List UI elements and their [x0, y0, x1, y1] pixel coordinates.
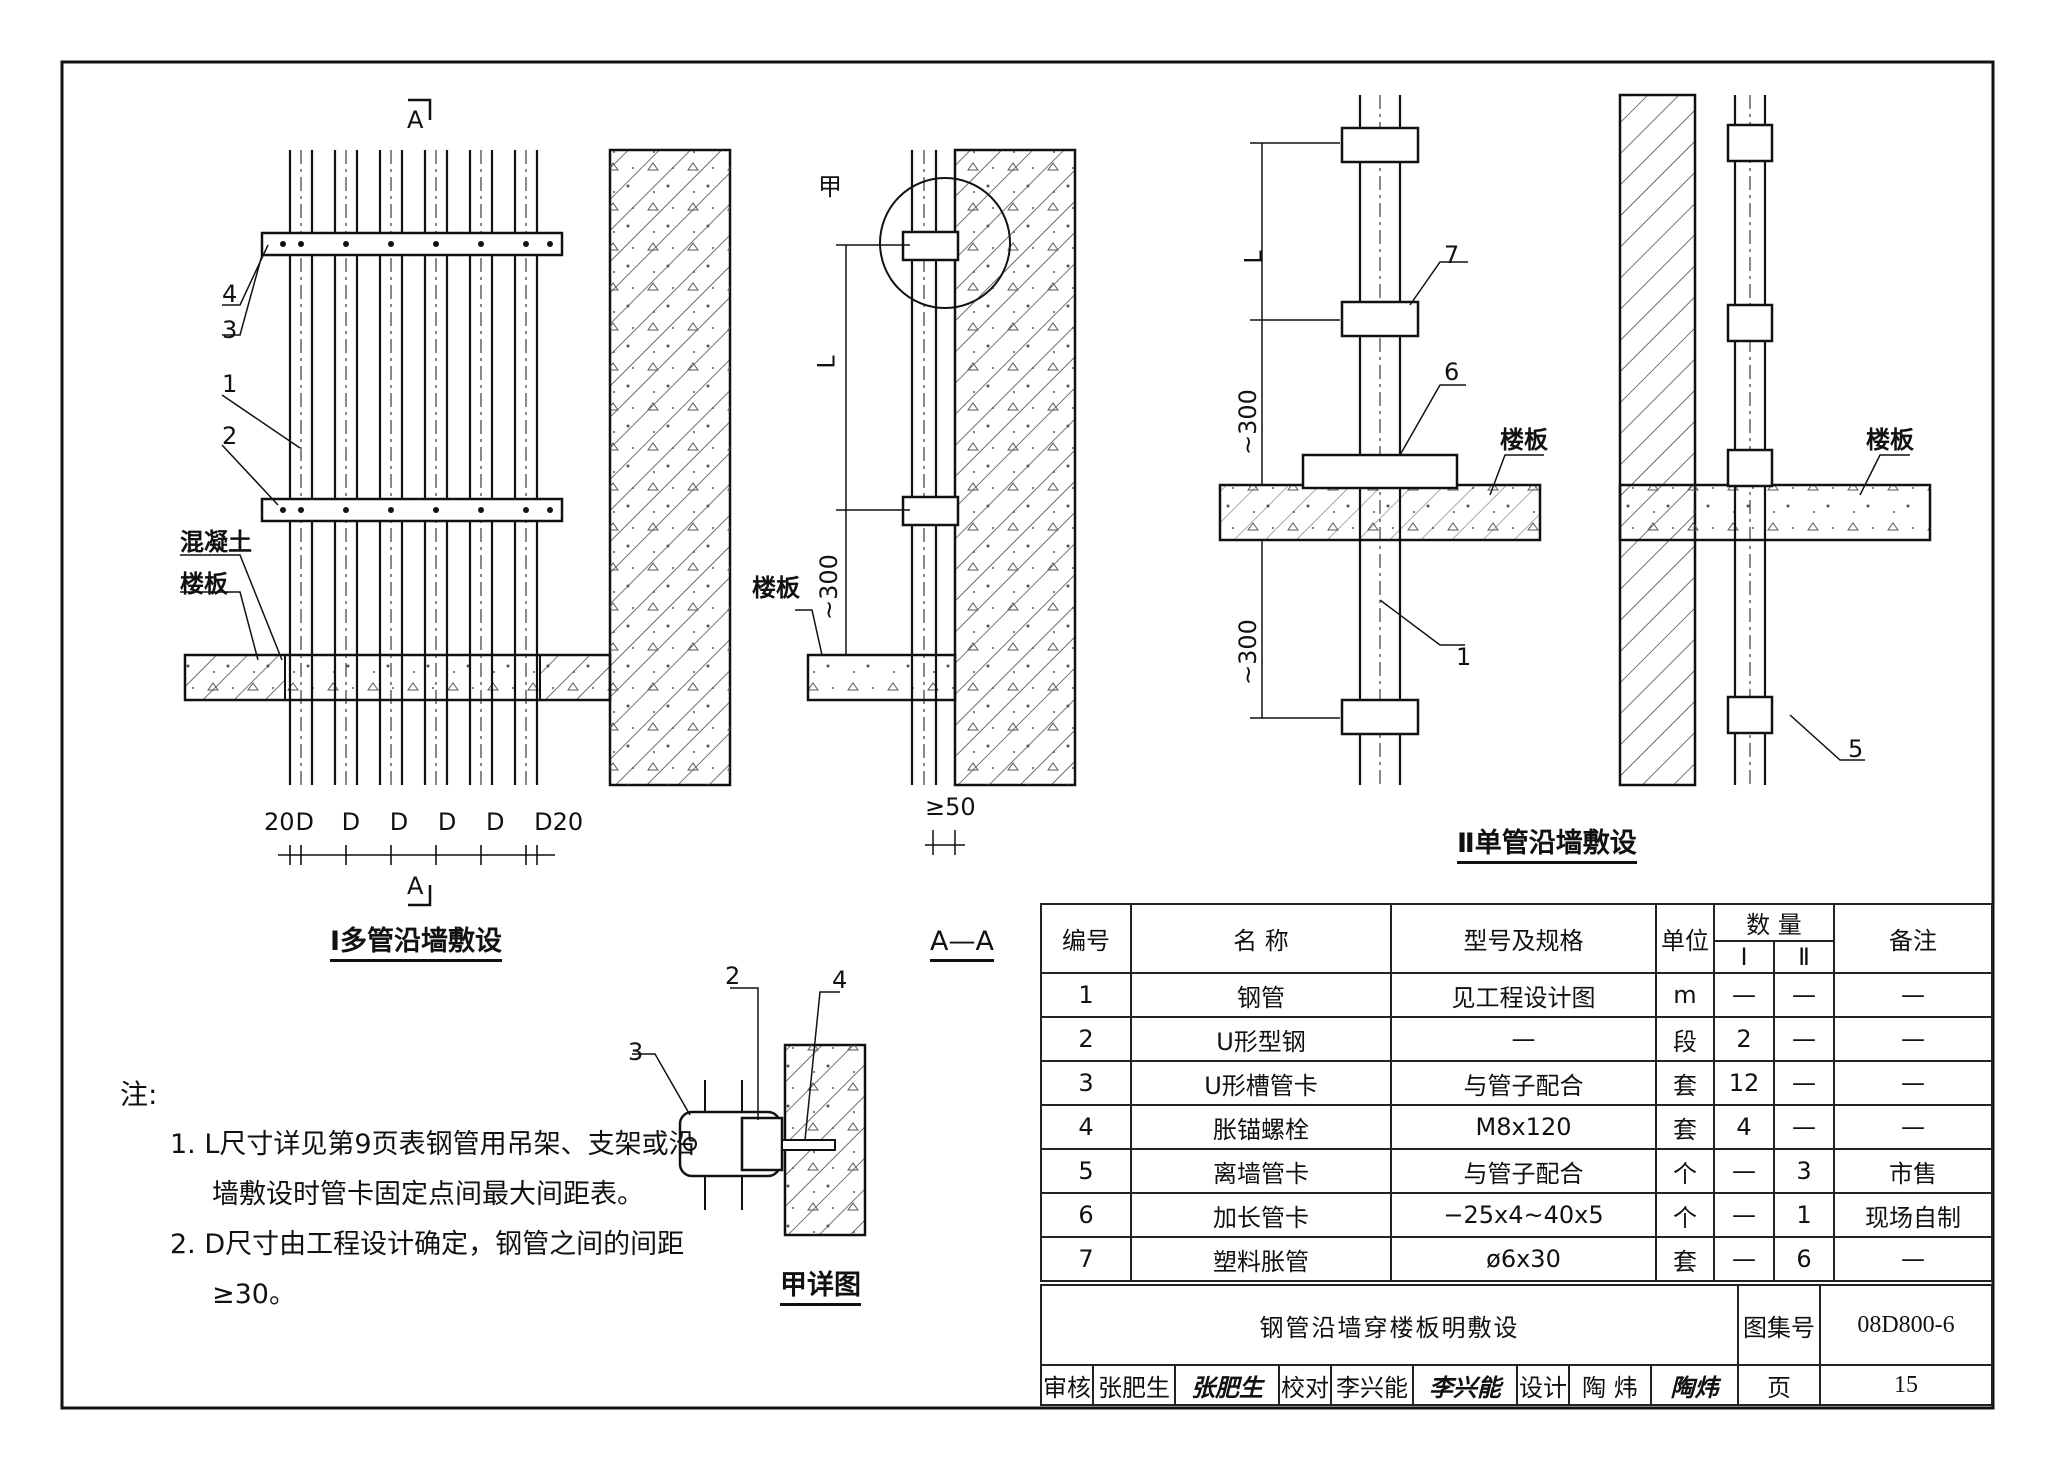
note-line-1: 1. L尺寸详见第9页表钢管用吊架、支架或沿	[170, 1129, 696, 1160]
fig1-wall-concrete	[610, 150, 730, 785]
fig1-label-3: 3	[222, 316, 238, 344]
fig1-section-mark-top: A	[407, 106, 424, 134]
fig2-spacing1: ~300	[1233, 389, 1262, 455]
fig1-label-1: 1	[222, 370, 238, 398]
parts-header-row: 编号 名 称 型号及规格 单位 数 量 备注	[1040, 903, 1993, 974]
fig2-label-7: 7	[1444, 241, 1460, 269]
hdr-qty: 数 量	[1713, 903, 1835, 942]
fig2-long-clamp	[1301, 453, 1459, 490]
hdr-unit: 单位	[1655, 903, 1715, 974]
reviewer-name: 张肥生	[1092, 1364, 1176, 1406]
hdr-spec: 型号及规格	[1390, 903, 1657, 974]
fig2-L: L	[1239, 250, 1268, 264]
atlas-no: 08D800-6	[1819, 1284, 1993, 1366]
reviewer-signature: 张肥生	[1174, 1364, 1280, 1406]
drawing-title: 钢管沿墙穿楼板明敷设	[1040, 1284, 1739, 1366]
fig1-multi-pipe-drawing	[180, 98, 732, 907]
fig2-floor-right	[1618, 483, 1932, 542]
fig2-title: Ⅱ单管沿墙敷设	[1457, 830, 1637, 864]
detail-label-4: 4	[832, 966, 848, 994]
page-no: 15	[1819, 1364, 1993, 1406]
figAA-floor	[806, 653, 957, 702]
fig1-title: Ⅰ多管沿墙敷设	[330, 928, 503, 962]
detail-drawing	[632, 987, 867, 1237]
fig2-label-1: 1	[1456, 643, 1472, 671]
figAA-floor: 楼板	[752, 574, 800, 602]
fig2-wall-right	[1618, 93, 1697, 787]
checker-signature: 李兴能	[1412, 1364, 1518, 1406]
fig2-label-6: 6	[1444, 358, 1460, 386]
page-label: 页	[1737, 1364, 1821, 1406]
hdr-no: 编号	[1040, 903, 1132, 974]
hdr-name: 名 称	[1130, 903, 1392, 974]
review-label: 审核	[1040, 1364, 1094, 1406]
fig1-clamp-top	[260, 231, 564, 257]
notes-head: 注:	[120, 1078, 158, 1111]
fig1-label-concrete: 混凝土	[180, 528, 252, 556]
notes-block: 注: 1. L尺寸详见第9页表钢管用吊架、支架或沿 墙敷设时管卡固定点间最大间距…	[120, 1070, 696, 1320]
figAA-section-drawing	[795, 148, 1077, 855]
note-line-3: 2. D尺寸由工程设计确定，钢管之间的间距	[170, 1229, 685, 1260]
designer-signature: 陶炜	[1650, 1364, 1739, 1406]
fig2-single-pipe-drawing	[1218, 93, 1932, 787]
designer-name: 陶 炜	[1568, 1364, 1652, 1406]
fig1-label-2: 2	[222, 422, 238, 450]
fig1-clamp-bottom	[260, 497, 564, 523]
detail-circle	[879, 177, 1011, 309]
fig1-label-4: 4	[222, 280, 238, 308]
hdr-q1: Ⅰ	[1713, 940, 1775, 974]
fig2-label-5: 5	[1848, 735, 1864, 763]
sheet-border	[60, 60, 1995, 1410]
figAA-min-gap: ≥50	[925, 793, 976, 821]
fig1-section-mark-bottom: A	[407, 872, 424, 900]
detail-label-2: 2	[725, 962, 741, 990]
fig1-label-floor: 楼板	[180, 570, 228, 598]
design-label: 设计	[1516, 1364, 1570, 1406]
fig2-floor-right: 楼板	[1866, 426, 1914, 454]
checker-name: 李兴能	[1330, 1364, 1414, 1406]
figAA-L: L	[812, 355, 841, 369]
figAA-title: A—A	[930, 928, 994, 962]
fig2-floor-left: 楼板	[1500, 426, 1548, 454]
note-line-2: 墙敷设时管卡固定点间最大间距表。	[212, 1179, 644, 1210]
hdr-q2: Ⅱ	[1773, 940, 1835, 974]
title-block: 钢管沿墙穿楼板明敷设 图集号 08D800-6 审核 张肥生 张肥生 校对 李兴…	[1040, 1284, 1993, 1406]
detail-label-3: 3	[628, 1038, 644, 1066]
figAA-detail-mark: 甲	[818, 173, 842, 201]
detail-title: 甲详图	[780, 1272, 861, 1306]
note-line-4: ≥30。	[212, 1279, 296, 1310]
fig1-dims: 20D D D D D D20	[264, 808, 584, 836]
hdr-remark: 备注	[1833, 903, 1993, 974]
check-label: 校对	[1278, 1364, 1332, 1406]
fig2-spacing2: ~300	[1233, 619, 1262, 685]
figAA-spacing: ~300	[814, 554, 843, 620]
atlas-label: 图集号	[1737, 1284, 1821, 1366]
